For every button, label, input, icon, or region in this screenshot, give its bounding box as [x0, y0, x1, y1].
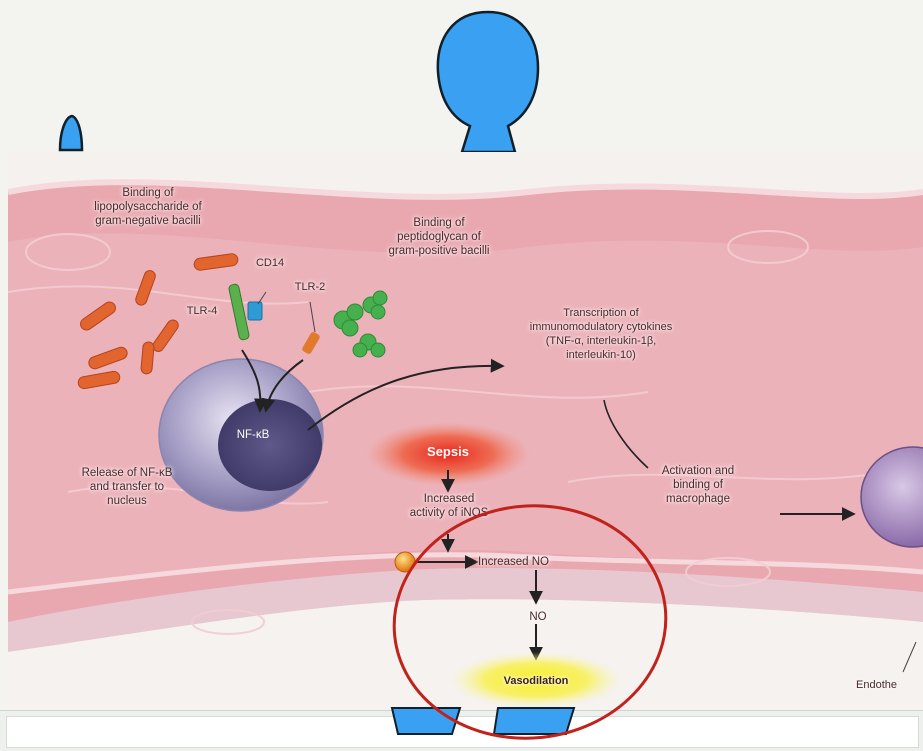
vasodilation-label: Vasodilation	[478, 674, 594, 688]
tlr2-label: TLR-2	[288, 280, 332, 294]
nfkb-label: NF-κB	[228, 428, 278, 442]
transcription-label: Transcription of immunomodulatory cytoki…	[496, 306, 706, 362]
increased-no-label: Increased NO	[478, 555, 588, 569]
cd14-label: CD14	[250, 256, 290, 270]
pathophysiology-figure: Binding of lipopolysaccharide of gram-ne…	[8, 152, 923, 710]
increased-inos-label: Increased activity of iNOS	[384, 492, 514, 520]
caption-box	[6, 716, 919, 748]
sepsis-label: Sepsis	[408, 445, 488, 459]
tlr4-label: TLR-4	[180, 304, 224, 318]
binding-lps-label: Binding of lipopolysaccharide of gram-ne…	[58, 186, 238, 228]
head-silhouette-icon	[438, 12, 538, 152]
macrophage-activation-label: Activation and binding of macrophage	[638, 464, 758, 506]
endothelium-label: Endothe	[856, 678, 923, 692]
no-label: NO	[518, 610, 558, 624]
binding-peptidoglycan-label: Binding of peptidoglycan of gram-positiv…	[354, 216, 524, 258]
release-nfkb-label: Release of NF-κB and transfer to nucleus	[62, 466, 192, 508]
audience-silhouette-icon	[60, 116, 82, 150]
presenter-silhouette	[0, 0, 923, 160]
